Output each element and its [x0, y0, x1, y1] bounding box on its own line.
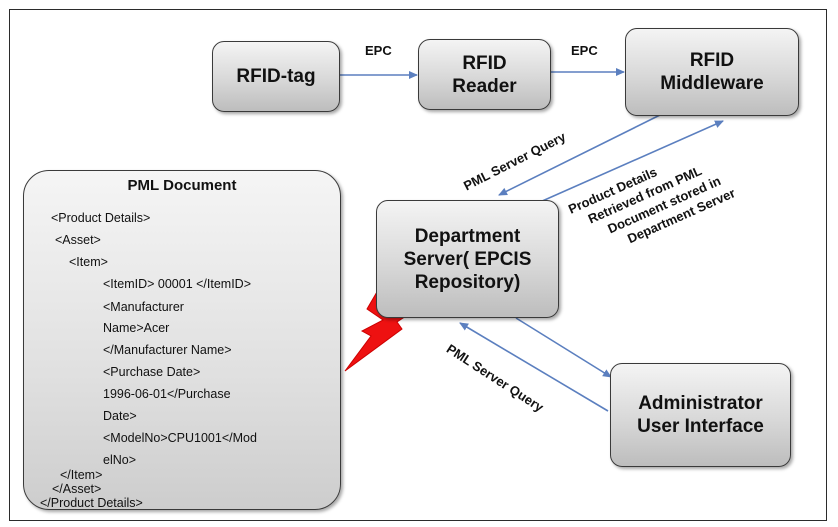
rfid-reader-label-line-2: Reader: [452, 75, 517, 97]
pml-line: <ItemID> 00001 </ItemID>: [103, 277, 251, 291]
department-server-node: Department Server( EPCIS Repository): [376, 200, 559, 318]
pml-line: elNo>: [103, 453, 137, 467]
department-server-label-line-1: Department: [414, 225, 521, 247]
rfid-middleware-node: RFID Middleware: [625, 28, 799, 116]
epc-label-2: EPC: [571, 43, 598, 58]
pml-line: </Item>: [60, 468, 103, 482]
rfid-reader-label-line-1: RFID: [462, 52, 507, 74]
pml-line: 1996-06-01</Purchase: [103, 387, 231, 401]
rfid-reader-node: RFID Reader: [418, 39, 551, 110]
rfid-tag-node: RFID-tag: [212, 41, 340, 112]
pml-line: Date>: [103, 409, 137, 423]
epc-label-1: EPC: [365, 43, 392, 58]
pml-document-title: PML Document: [127, 177, 237, 194]
pml-line: </Asset>: [52, 482, 102, 496]
arrow-middleware-to-server: [498, 113, 663, 196]
rfid-middleware-label-line-2: Middleware: [660, 73, 764, 94]
pml-line: <Product Details>: [51, 211, 151, 225]
pml-document-panel: PML Document <Product Details> <Asset> <…: [23, 170, 341, 510]
pml-line: </Product Details>: [40, 496, 143, 510]
pml-line: </Manufacturer Name>: [103, 343, 232, 357]
pml-line: Name>Acer: [103, 321, 170, 335]
department-server-label-line-2: Server( EPCIS: [403, 248, 532, 270]
arrow-server-to-middleware: [539, 120, 724, 203]
department-server-label-line-3: Repository): [414, 271, 521, 293]
diagram-frame: [9, 9, 827, 521]
pml-line: <ModelNo>CPU1001</Mod: [103, 431, 257, 445]
rfid-tag-label: RFID-tag: [236, 66, 316, 87]
administrator-ui-label-line-1: Administrator: [638, 393, 763, 414]
rfid-middleware-label-line-1: RFID: [689, 50, 735, 71]
pml-line: <Item>: [69, 255, 108, 269]
pml-line: <Purchase Date>: [103, 365, 201, 379]
administrator-ui-label-line-2: User Interface: [637, 416, 764, 437]
pml-line: <Manufacturer: [103, 300, 184, 314]
administrator-ui-node: Administrator User Interface: [610, 363, 791, 467]
arrow-server-to-admin: [515, 317, 612, 378]
arrow-admin-to-server: [459, 322, 609, 412]
pml-line: <Asset>: [55, 233, 101, 247]
